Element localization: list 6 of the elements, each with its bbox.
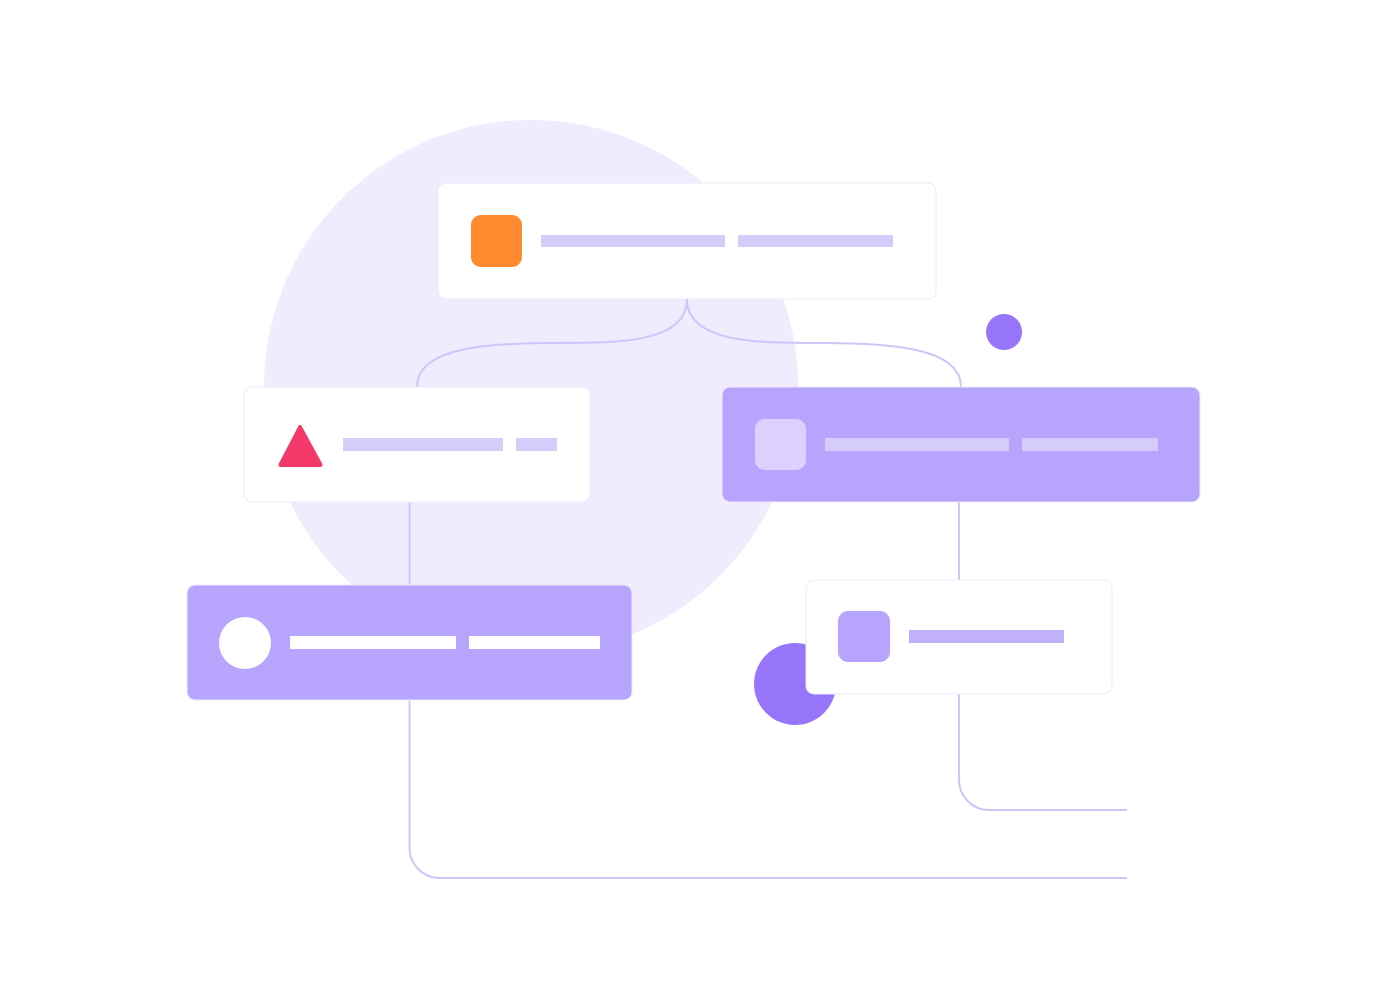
card xyxy=(243,386,591,503)
connector-line xyxy=(958,693,1128,811)
connector-line xyxy=(958,501,960,581)
connector-line xyxy=(408,699,1128,879)
connector-line xyxy=(686,298,962,388)
connector-line xyxy=(408,501,411,586)
